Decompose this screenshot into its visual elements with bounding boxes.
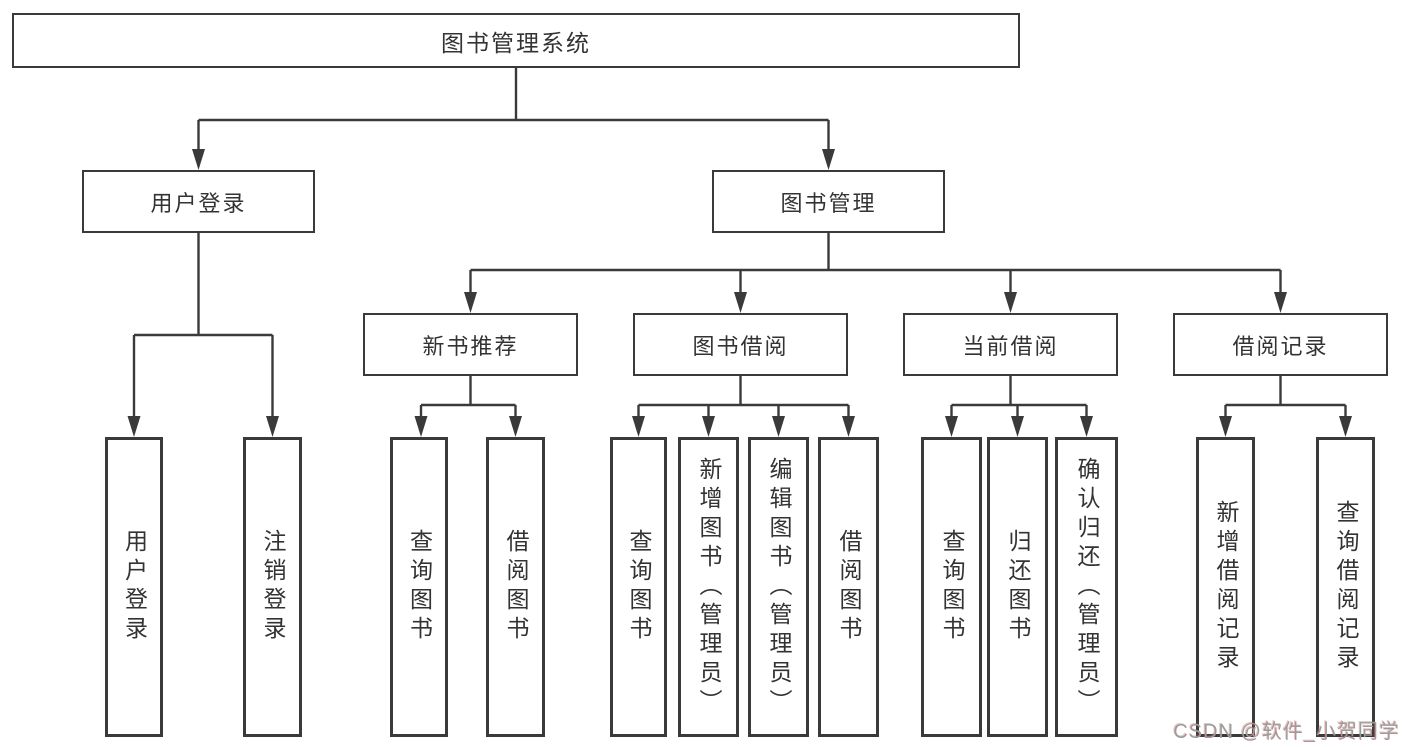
node-current-borrowing: 当前借阅 [903,313,1118,376]
leaf-query-borrow-record: 查询借阅记录 [1316,437,1375,737]
node-label: 图书管理系统 [441,29,591,56]
leaf-label: 查询图书 [626,529,652,645]
leaf-confirm-return-admin: 确认归还（管理员） [1055,437,1118,737]
node-user-login: 用户登录 [82,170,315,233]
leaf-query-books-recommend: 查询图书 [390,437,448,737]
node-label: 用户登录 [150,190,247,216]
node-label: 当前借阅 [962,333,1059,359]
leaf-logout: 注销登录 [243,437,302,737]
leaf-label: 借阅图书 [503,529,529,645]
leaf-label: 借阅图书 [836,529,862,645]
leaf-label: 编辑图书（管理员） [766,456,792,718]
leaf-user-login: 用户登录 [105,437,163,737]
leaf-label: 归还图书 [1005,529,1031,645]
leaf-return-book: 归还图书 [987,437,1048,737]
node-book-management: 图书管理 [712,170,945,233]
leaf-label: 注销登录 [260,529,286,645]
leaf-label: 确认归还（管理员） [1074,456,1100,718]
node-new-book-recommendation: 新书推荐 [363,313,578,376]
leaf-edit-book-admin: 编辑图书（管理员） [748,437,809,737]
leaf-label: 查询借阅记录 [1333,500,1359,674]
node-label: 图书借阅 [692,333,789,359]
node-borrowing-records: 借阅记录 [1173,313,1388,376]
leaf-borrow-books-borrowing: 借阅图书 [818,437,879,737]
node-label: 新书推荐 [422,333,519,359]
leaf-borrow-books-recommend: 借阅图书 [486,437,545,737]
leaf-label: 新增图书（管理员） [696,456,722,718]
leaf-add-book-admin: 新增图书（管理员） [678,437,739,737]
leaf-query-books-borrowing: 查询图书 [610,437,667,737]
node-label: 图书管理 [780,190,877,216]
node-label: 借阅记录 [1232,333,1329,359]
leaf-label: 新增借阅记录 [1213,500,1239,674]
leaf-label: 用户登录 [121,529,148,645]
node-library-management-system: 图书管理系统 [12,13,1020,68]
leaf-label: 查询图书 [406,529,433,645]
leaf-add-borrow-record: 新增借阅记录 [1196,437,1255,737]
leaf-query-books-current: 查询图书 [921,437,982,737]
node-book-borrowing: 图书借阅 [633,313,848,376]
leaf-label: 查询图书 [939,529,965,645]
